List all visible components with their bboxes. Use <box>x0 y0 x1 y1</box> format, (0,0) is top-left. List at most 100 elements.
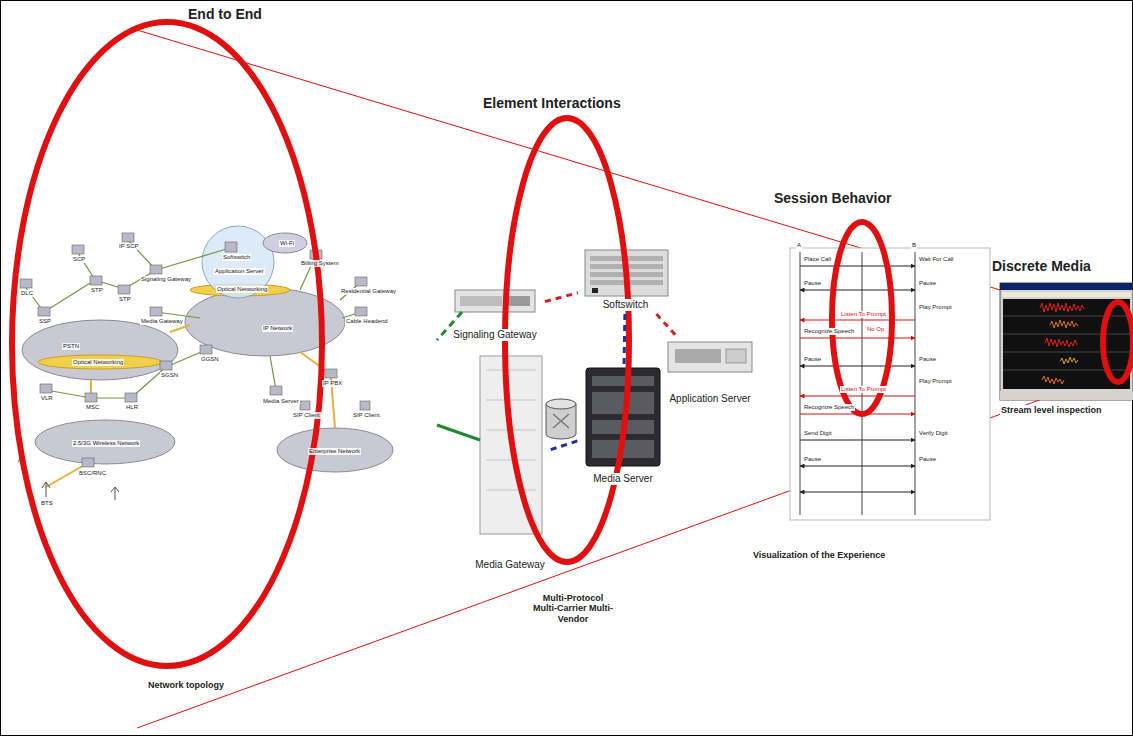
network-label: 2.5/3G Wireless Network <box>72 440 140 447</box>
device-node: Media Server <box>582 364 664 488</box>
network-link <box>270 356 276 390</box>
gateway-chassis <box>455 290 535 312</box>
network-device-icon <box>150 265 162 274</box>
media-label: Listen To Prompt <box>840 311 887 318</box>
network-device-icon <box>90 276 102 285</box>
waveform <box>1050 320 1078 328</box>
network-label: DLC <box>20 290 34 297</box>
stage-heading: Session Behavior <box>773 190 893 206</box>
network-label: Media Gateway <box>140 318 184 325</box>
media-arrow <box>800 320 915 321</box>
cabinet-slot <box>486 370 536 371</box>
device-node: Application Server <box>662 338 758 408</box>
stream-screenshot <box>1002 292 1131 297</box>
dashed-connector <box>623 314 627 364</box>
waveform <box>1040 303 1084 384</box>
sequence-label: Wait For Call <box>918 256 954 263</box>
sequence-label: Place Call <box>803 256 832 263</box>
network-label: IP Network <box>262 325 293 332</box>
sequence-label: Pause <box>918 280 937 287</box>
network-device-icon <box>38 307 50 316</box>
radio-tower <box>18 457 119 500</box>
softswitch-port <box>592 288 598 293</box>
media-arrow <box>800 396 915 397</box>
network-label: Wi-Fi <box>279 240 295 247</box>
network-device-icon <box>355 277 367 286</box>
network-device-icon <box>160 361 172 370</box>
device-label: Media Gateway <box>473 559 546 571</box>
message-arrow <box>800 290 915 291</box>
media-label: No Op <box>866 326 885 333</box>
stage-caption: Network topology <box>147 680 225 690</box>
database-cylinder <box>546 399 576 409</box>
cabinet-slot <box>486 400 536 401</box>
focus-ellipse <box>12 22 322 666</box>
network-label: IP SCP <box>118 243 140 250</box>
track-divider <box>1003 370 1130 371</box>
radio-tower <box>111 487 119 500</box>
stage-caption: Visualization of the Experience <box>752 550 886 560</box>
network-device-icon <box>360 401 370 410</box>
message-arrow <box>800 440 915 441</box>
network-device-icon <box>270 386 282 395</box>
stream-screenshot <box>1000 391 1133 400</box>
network-device-icon <box>40 384 52 393</box>
network-device-icon <box>118 285 130 294</box>
network-label: Enterprise Network <box>308 448 361 455</box>
track-divider <box>1003 352 1130 353</box>
rack-unit <box>592 376 654 386</box>
server-panel <box>726 349 746 363</box>
dashed-connector <box>656 314 678 338</box>
radio-tower <box>42 482 50 497</box>
sequence-label: Play Prompt <box>918 304 953 311</box>
track-divider <box>1003 316 1130 370</box>
stream-screenshot <box>1000 283 1133 290</box>
lifeline <box>915 252 916 515</box>
device-illustration <box>437 250 752 534</box>
cabinet-slot <box>486 490 536 491</box>
network-device-icon <box>355 307 367 316</box>
device-label: Media Server <box>591 473 654 485</box>
network-label: SSP <box>38 318 52 325</box>
device-node: Media Gateway <box>469 352 550 574</box>
network-label: SIP Client <box>292 412 321 419</box>
sequence-label: B <box>911 242 917 249</box>
network-device-icon <box>72 245 84 254</box>
message-arrow <box>800 266 915 492</box>
sequence-label: Pause <box>803 356 822 363</box>
network-label: GGSN <box>200 356 220 363</box>
sequence-label: Pause <box>918 356 937 363</box>
network-label: MSC <box>85 404 100 411</box>
network-link <box>26 240 361 398</box>
media-arrow <box>800 338 915 339</box>
focus-ellipse <box>12 22 1133 666</box>
lifeline <box>800 252 915 515</box>
dashed-connector <box>545 293 578 302</box>
network-cloud <box>277 428 393 472</box>
network-link <box>156 248 230 270</box>
stage-caption: Stream level inspection <box>1000 405 1103 415</box>
device-label: Application Server <box>667 393 752 405</box>
sequence-label: Pause <box>803 280 822 287</box>
network-label: SIP Client <box>352 412 381 419</box>
track-divider <box>1003 316 1130 317</box>
message-arrow <box>800 466 915 467</box>
stage-heading: Element Interactions <box>482 95 622 111</box>
network-illustration <box>18 226 393 500</box>
waveform <box>1060 357 1078 364</box>
message-arrow <box>800 266 915 267</box>
network-label: Softswitch <box>222 254 251 261</box>
service-circle <box>202 226 274 298</box>
focus-ellipse <box>1103 302 1133 382</box>
track-divider <box>1003 334 1130 335</box>
network-label: BSC/RNC <box>78 470 107 477</box>
network-label: Media Server <box>262 398 300 405</box>
message-arrow <box>800 366 915 367</box>
network-device-icon <box>300 401 310 410</box>
network-device-icon <box>200 345 212 354</box>
gateway-panel <box>460 296 502 306</box>
message-arrow <box>800 492 915 493</box>
